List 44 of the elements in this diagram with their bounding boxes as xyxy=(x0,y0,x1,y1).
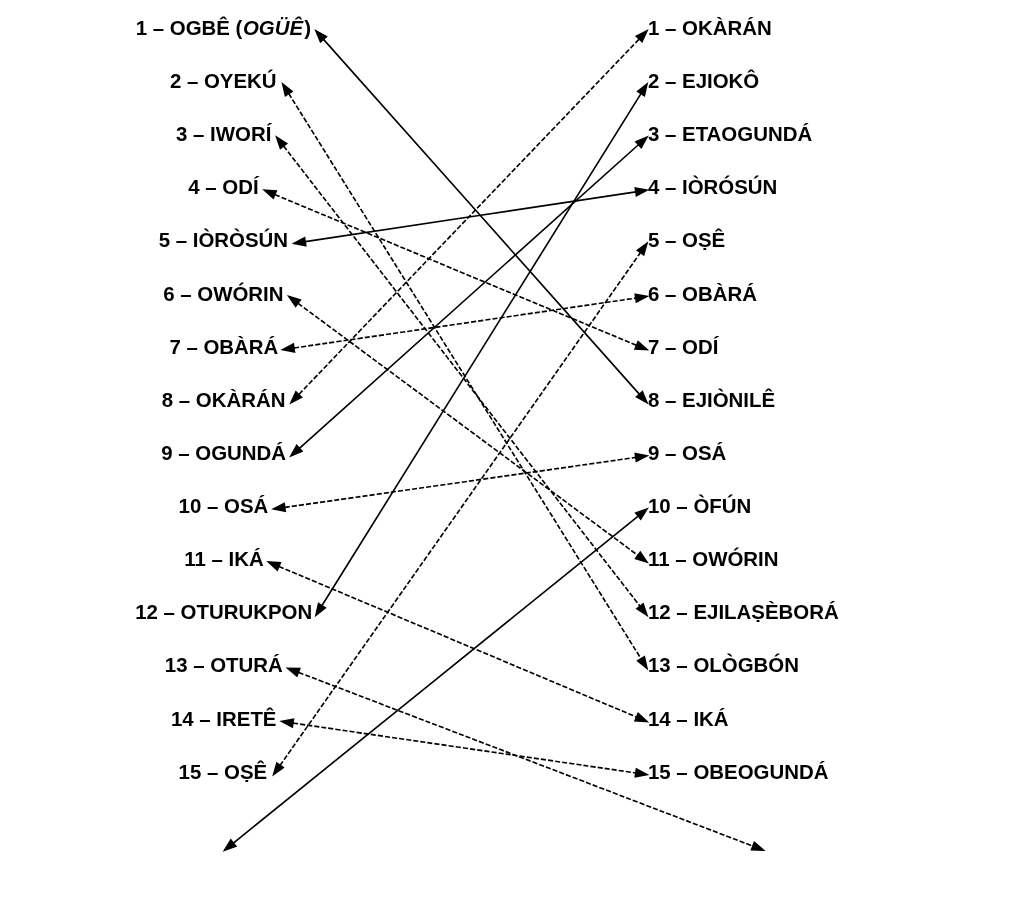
node-text: 5 – IÒRÒSÚN xyxy=(158,229,289,252)
node-text: 6 – OBÀRÁ xyxy=(647,282,757,305)
arrow xyxy=(222,507,649,852)
node-text: 9 – OGUNDÁ xyxy=(161,441,287,464)
node-text: 12 – EJILAṢÈBORÁ xyxy=(647,601,839,624)
arrow xyxy=(272,241,649,777)
node-text: 14 – IKÁ xyxy=(647,707,729,730)
node-text: 8 – EJIÒNILÊ xyxy=(647,388,776,411)
node-text: 7 – ODÍ xyxy=(647,335,719,358)
node-text: 13 – OTURÁ xyxy=(164,654,283,677)
arrow xyxy=(291,187,650,247)
arrow xyxy=(285,667,766,852)
node-text: 10 – ÒFÚN xyxy=(647,495,752,518)
node-text: 1 – OGBÊ (OGÜÊ) xyxy=(135,16,312,39)
node-text: 6 – OWÓRIN xyxy=(163,282,284,305)
arrow xyxy=(262,189,650,351)
node-text: 1 – OKÀRÁN xyxy=(647,16,772,39)
node-text: 12 – OTURUKPON xyxy=(135,601,313,624)
arrow xyxy=(289,135,649,458)
node-text: 13 – OLÒGBÓN xyxy=(647,654,799,677)
node-text: 14 – IRETÊ xyxy=(170,707,277,730)
arrow xyxy=(286,295,649,564)
node-text: 11 – OWÓRIN xyxy=(647,548,779,571)
node-text: 4 – ODÍ xyxy=(188,176,259,199)
node-text: 5 – OṢÊ xyxy=(647,229,726,252)
arrow xyxy=(275,135,649,618)
node-text: 2 – OYEKÚ xyxy=(169,70,277,93)
node-text: 2 – EJIOKÔ xyxy=(647,70,760,93)
arrow xyxy=(266,561,650,723)
node-text: 7 – OBÀRÁ xyxy=(169,335,279,358)
node-text: 10 – OSÁ xyxy=(178,495,269,518)
arrow xyxy=(279,718,650,778)
arrow xyxy=(314,81,649,618)
node-text: 11 – IKÁ xyxy=(184,548,264,571)
node-text: 15 – OṢÊ xyxy=(178,760,268,783)
node-text: 8 – OKÀRÁN xyxy=(161,388,286,411)
arrow xyxy=(271,452,650,513)
node-text: 9 – OSÁ xyxy=(647,441,727,464)
node-text: 3 – ETAOGUNDÁ xyxy=(647,123,813,146)
node-text: 15 – OBEOGUNDÁ xyxy=(647,760,829,783)
node-text: 3 – IWORÍ xyxy=(176,123,272,146)
arrow xyxy=(281,81,649,671)
arrow xyxy=(280,293,650,353)
node-text: 4 – IÒRÓSÚN xyxy=(647,176,778,199)
